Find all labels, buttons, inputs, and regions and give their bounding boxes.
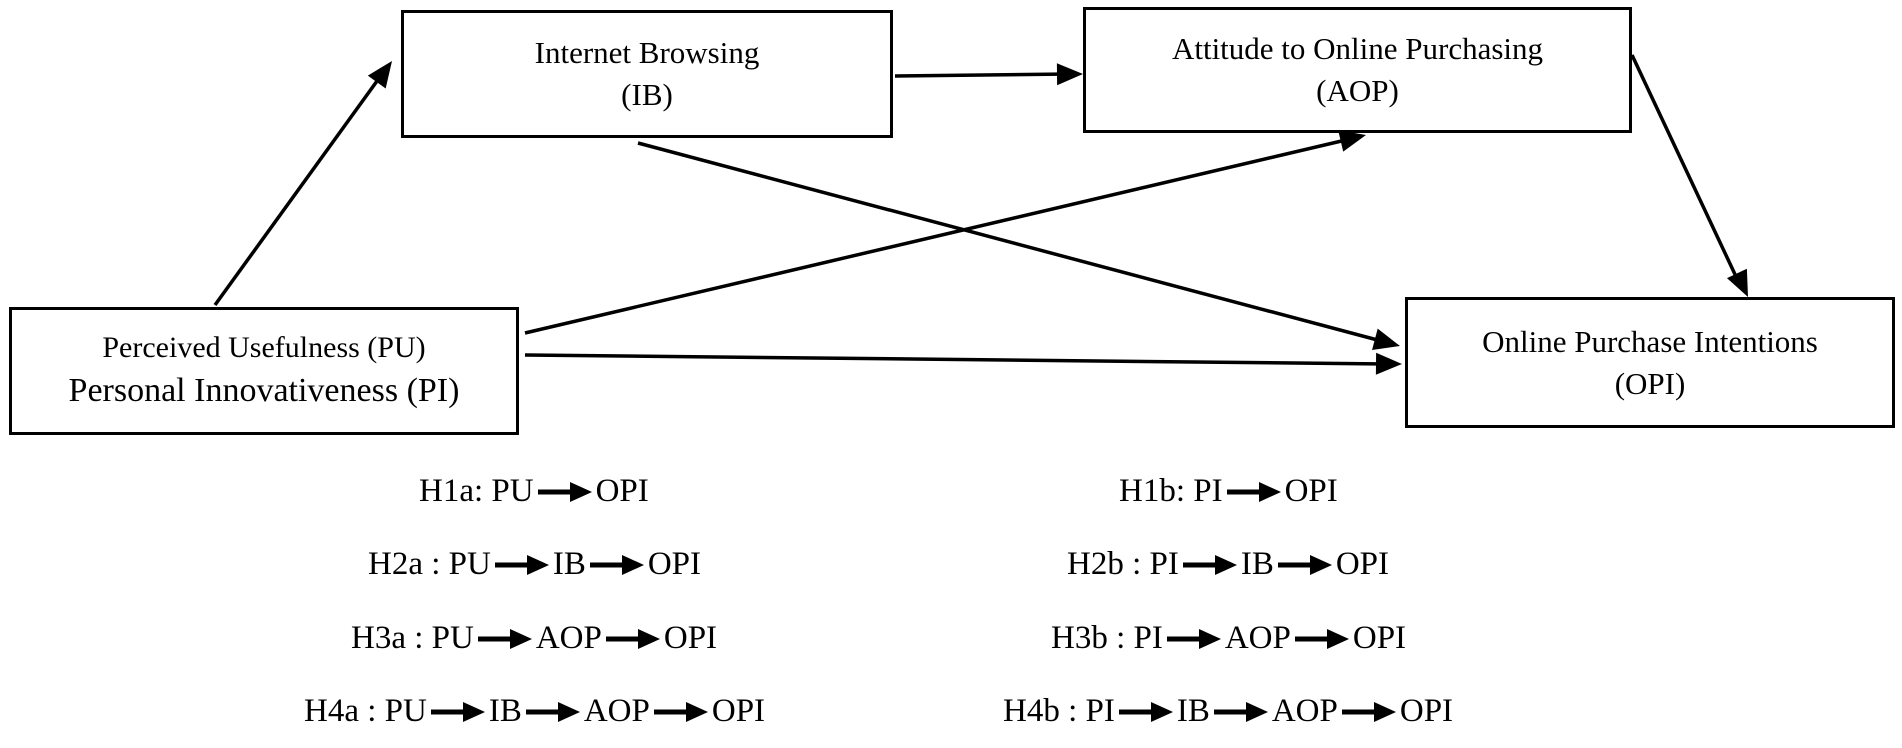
- right-arrow-icon: [494, 554, 549, 576]
- hypothesis-row: H3b : PI AOP OPI: [1051, 622, 1406, 655]
- right-arrow-icon: [1182, 554, 1237, 576]
- hypothesis-label: H3b :: [1051, 620, 1134, 656]
- arrowhead-aop-opi: [1726, 268, 1748, 297]
- hypothesis-construct: PI: [1085, 693, 1115, 729]
- right-arrow-icon: [430, 701, 485, 723]
- hypothesis-row: H1b: PI OPI: [1119, 475, 1338, 508]
- right-arrow-icon: [1118, 701, 1173, 723]
- hypothesis-construct: OPI: [595, 473, 649, 509]
- edge-aop-opi: [1630, 54, 1742, 286]
- right-arrow-icon: [537, 481, 592, 503]
- hypothesis-construct: OPI: [1352, 620, 1407, 656]
- right-arrow-icon: [1213, 701, 1268, 723]
- hypothesis-construct: AOP: [535, 620, 602, 656]
- hypothesis-label: H2a :: [368, 546, 449, 582]
- hypothesis-construct: OPI: [1284, 473, 1338, 509]
- right-arrow-icon: [589, 554, 644, 576]
- right-arrow-icon: [653, 701, 708, 723]
- hypothesis-row: H4b : PI IB AOP OPI: [1003, 695, 1453, 728]
- node-perceived-usefulness-personal-innovativeness: Perceived Usefulness (PU) Personal Innov…: [9, 307, 519, 435]
- hypothesis-construct: PU: [491, 473, 534, 509]
- hypothesis-label: H1b:: [1119, 473, 1194, 509]
- right-arrow-icon: [1277, 554, 1332, 576]
- hypothesis-construct: PI: [1193, 473, 1223, 509]
- hypothesis-construct: IB: [552, 546, 586, 582]
- hypothesis-row: H1a: PU OPI: [419, 475, 649, 508]
- edge-pu-aop: [524, 137, 1351, 335]
- hypothesis-construct: OPI: [663, 620, 718, 656]
- hypothesis-construct: IB: [1176, 693, 1210, 729]
- hypothesis-construct: PI: [1133, 620, 1163, 656]
- node-opi-title: Online Purchase Intentions: [1482, 323, 1818, 359]
- hypothesis-row: H2b : PI IB OPI: [1067, 548, 1389, 581]
- hypothesis-construct: OPI: [647, 546, 702, 582]
- edge-ib-aop: [894, 72, 1071, 78]
- hypothesis-construct: PI: [1149, 546, 1179, 582]
- hypothesis-construct: IB: [488, 693, 522, 729]
- node-online-purchase-intentions: Online Purchase Intentions (OPI): [1405, 297, 1895, 428]
- node-pi-title: Personal Innovativeness (PI): [68, 372, 460, 410]
- hypothesis-construct: AOP: [1224, 620, 1291, 656]
- hypothesis-row: H3a : PU AOP OPI: [351, 622, 717, 655]
- arrowhead-ib-opi: [1372, 328, 1400, 350]
- hypothesis-construct: AOP: [583, 693, 650, 729]
- edge-ib-opi: [637, 141, 1386, 344]
- arrowhead-pu-ib: [367, 61, 392, 89]
- node-ib-abbrev: (IB): [621, 77, 673, 112]
- hypothesis-label: H3a :: [351, 620, 432, 656]
- node-opi-abbrev: (OPI): [1614, 365, 1686, 401]
- node-pu-title: Perceived Usefulness (PU): [102, 330, 426, 364]
- hypothesis-row: H2a : PU IB OPI: [368, 548, 701, 581]
- hypothesis-construct: AOP: [1271, 693, 1338, 729]
- arrowhead-ib-aop: [1056, 63, 1083, 86]
- right-arrow-icon: [1166, 628, 1221, 650]
- hypothesis-label: H1a:: [419, 473, 492, 509]
- edge-pu-ib: [213, 68, 387, 307]
- hypothesis-label: H2b :: [1067, 546, 1150, 582]
- right-arrow-icon: [1341, 701, 1396, 723]
- hypothesis-row: H4a : PU IB AOP OPI: [304, 695, 765, 728]
- node-ib-title: Internet Browsing: [534, 35, 760, 71]
- arrowhead-pu-opi: [1375, 352, 1402, 375]
- hypothesis-construct: PU: [431, 620, 474, 656]
- hypothesis-construct: IB: [1240, 546, 1274, 582]
- hypothesis-construct: OPI: [711, 693, 766, 729]
- right-arrow-icon: [1294, 628, 1349, 650]
- edge-pu-opi: [524, 353, 1389, 366]
- right-arrow-icon: [605, 628, 660, 650]
- hypothesis-label: H4a :: [304, 693, 385, 729]
- right-arrow-icon: [525, 701, 580, 723]
- node-attitude-online-purchasing: Attitude to Online Purchasing (AOP): [1083, 7, 1632, 133]
- node-aop-abbrev: (AOP): [1316, 73, 1399, 108]
- arrowhead-pu-aop: [1338, 130, 1366, 152]
- hypothesis-construct: OPI: [1399, 693, 1454, 729]
- right-arrow-icon: [1226, 481, 1281, 503]
- hypothesis-construct: PU: [384, 693, 427, 729]
- hypothesis-construct: PU: [448, 546, 491, 582]
- hypothesis-label: H4b :: [1003, 693, 1086, 729]
- hypothesis-construct: OPI: [1335, 546, 1390, 582]
- node-aop-title: Attitude to Online Purchasing: [1171, 31, 1544, 67]
- right-arrow-icon: [477, 628, 532, 650]
- node-internet-browsing: Internet Browsing (IB): [401, 10, 893, 138]
